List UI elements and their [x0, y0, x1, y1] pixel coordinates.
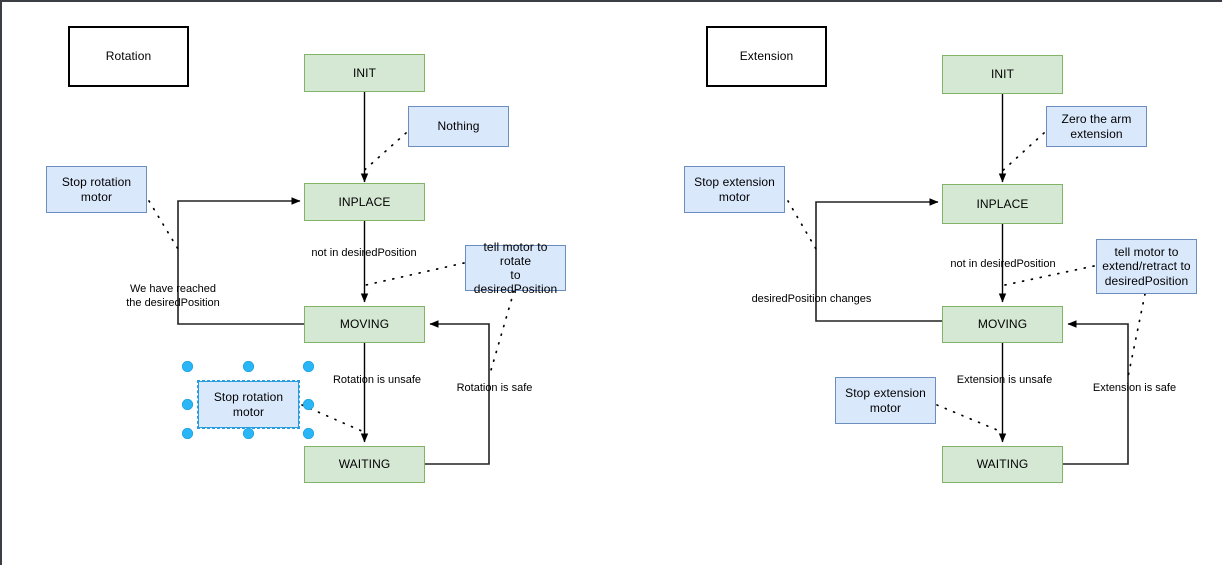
state-waiting-extension-label: WAITING [976, 457, 1029, 472]
state-inplace-extension-label: INPLACE [976, 196, 1029, 211]
label-extension-is-unsafe: Extension is unsafe [956, 374, 1053, 386]
state-waiting-extension[interactable]: WAITING [942, 446, 1063, 483]
state-inplace-rotation[interactable]: INPLACE [304, 183, 425, 221]
label-rotation-is-safe: Rotation is safe [456, 382, 533, 394]
note-zero-the-arm-extension-label: Zero the arm extension [1061, 112, 1132, 141]
label-not-in-desired-position-extension: not in desiredPosition [950, 258, 1056, 270]
note-nothing-label: Nothing [437, 119, 480, 134]
state-moving-extension[interactable]: MOVING [942, 306, 1063, 343]
note-tell-motor-extend[interactable]: tell motor to extend/retract to desiredP… [1096, 239, 1197, 294]
note-stop-rotation-motor-waiting[interactable]: Stop rotation motor [198, 381, 299, 428]
note-stop-rotation-motor-inplace-label: Stop rotation motor [61, 175, 132, 204]
note-stop-extension-motor-waiting-label: Stop extension motor [845, 386, 926, 415]
state-waiting-rotation-label: WAITING [338, 457, 391, 472]
note-stop-extension-motor-waiting[interactable]: Stop extension motor [835, 377, 936, 424]
label-extension-is-safe: Extension is safe [1092, 382, 1177, 394]
state-init-extension[interactable]: INIT [942, 55, 1063, 94]
selection-handle-top-right[interactable] [303, 361, 314, 372]
note-zero-the-arm-extension[interactable]: Zero the arm extension [1046, 106, 1147, 147]
note-stop-rotation-motor-inplace[interactable]: Stop rotation motor [46, 166, 147, 213]
selection-handle-bottom-center[interactable] [243, 428, 254, 439]
selection-handle-middle-left[interactable] [182, 399, 193, 410]
diagram-title-rotation[interactable]: Rotation [68, 26, 189, 87]
selection-handle-top-left[interactable] [182, 361, 193, 372]
selection-handle-bottom-right[interactable] [303, 428, 314, 439]
note-tell-motor-rotate-label: tell motor to rotate to desiredPosition [473, 239, 558, 297]
state-init-rotation-label: INIT [352, 65, 377, 80]
note-nothing[interactable]: Nothing [408, 106, 509, 147]
state-inplace-rotation-label: INPLACE [338, 194, 391, 209]
diagram-title-rotation-label: Rotation [105, 49, 152, 64]
label-not-in-desired-position-rotation: not in desiredPosition [311, 247, 417, 259]
label-desired-position-changes: desiredPosition changes [751, 293, 872, 305]
selection-handle-middle-right[interactable] [303, 399, 314, 410]
selection-handle-top-center[interactable] [243, 361, 254, 372]
label-rotation-is-unsafe: Rotation is unsafe [332, 374, 422, 386]
diagram-title-extension[interactable]: Extension [706, 26, 827, 87]
state-init-extension-label: INIT [990, 67, 1015, 82]
state-moving-rotation[interactable]: MOVING [304, 306, 425, 343]
note-stop-extension-motor-inplace-label: Stop extension motor [694, 175, 775, 204]
diagram-title-extension-label: Extension [739, 49, 794, 64]
state-moving-rotation-label: MOVING [339, 317, 390, 332]
note-tell-motor-rotate[interactable]: tell motor to rotate to desiredPosition [465, 240, 566, 296]
selection-handle-bottom-left[interactable] [182, 428, 193, 439]
state-inplace-extension[interactable]: INPLACE [942, 184, 1063, 224]
note-stop-extension-motor-inplace[interactable]: Stop extension motor [684, 166, 785, 213]
state-init-rotation[interactable]: INIT [304, 54, 425, 92]
note-stop-rotation-motor-waiting-label: Stop rotation motor [213, 390, 284, 419]
state-waiting-rotation[interactable]: WAITING [304, 446, 425, 483]
label-we-have-reached-rotation: We have reached the desiredPosition [126, 283, 220, 309]
state-moving-extension-label: MOVING [977, 317, 1028, 332]
note-tell-motor-extend-label: tell motor to extend/retract to desiredP… [1102, 245, 1191, 288]
